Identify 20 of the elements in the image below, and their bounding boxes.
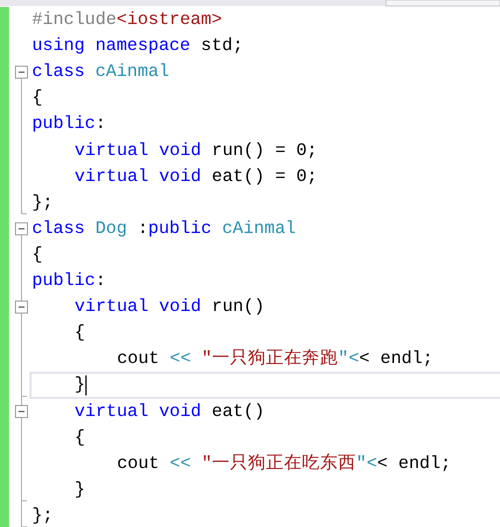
code-line: public:	[32, 113, 106, 136]
code-line: #include<iostream>	[32, 9, 222, 31]
code-line: {	[74, 322, 86, 344]
code-line: }	[74, 478, 86, 501]
code-line: virtual void eat()	[74, 400, 265, 422]
code-line: virtual void run()	[74, 296, 265, 318]
code-line: };	[32, 504, 54, 527]
code-line: };	[32, 192, 54, 214]
code-line: {	[32, 244, 43, 266]
code-line: class cAinmal	[32, 61, 170, 84]
code-line: virtual void run() = 0;	[74, 140, 318, 162]
code-line: using namespace std;	[32, 35, 244, 58]
code-line: }	[74, 374, 86, 396]
code-line: virtual void eat() = 0;	[74, 166, 318, 188]
code-line: class Dog :public cAinmal	[32, 218, 296, 240]
code-line: cout << "一只狗正在吃东西"<< endl;	[117, 452, 452, 475]
code-line: {	[74, 426, 86, 449]
code-line: public:	[32, 270, 106, 292]
code-line: cout << "一只狗正在奔跑"<< endl;	[117, 348, 434, 370]
code-line: {	[32, 87, 43, 110]
